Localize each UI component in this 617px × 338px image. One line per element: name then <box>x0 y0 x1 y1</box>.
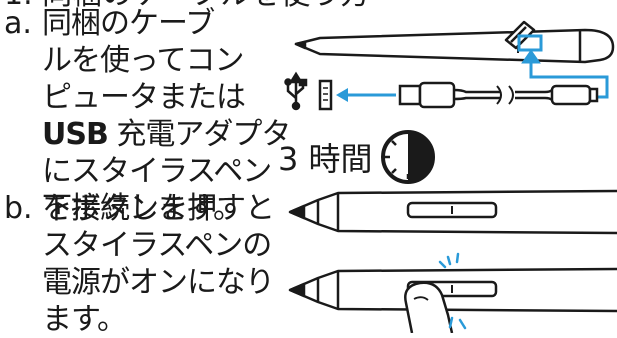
usb-cable <box>398 81 599 109</box>
pen-press-view <box>288 267 617 313</box>
step-a-line-1: 同梱のケーブ <box>42 6 215 41</box>
usb-port-icon <box>318 79 333 111</box>
arrow-left-icon <box>336 88 396 102</box>
usb-word: USB <box>42 117 109 152</box>
finger-press-icon <box>404 281 454 333</box>
step-a-line-2: ルを使ってコン <box>42 43 245 78</box>
step-b-line-1: 下ボタンを押すと <box>42 191 275 226</box>
step-a-text: 同梱のケーブ ルを使ってコン ピュータまたは USB 充電アダプタ にスタイラス… <box>42 5 291 227</box>
arrow-up-icon <box>521 49 609 99</box>
step-a-line-3: ピュータまたは <box>42 80 246 115</box>
step-a-line-6: を接続します。 <box>42 191 243 226</box>
cut-off-heading: 1. 同梱のケーブルを使う方 <box>4 0 370 13</box>
step-a-line-4: USB 充電アダプタ <box>42 116 291 153</box>
step-b-line-3: 電源がオンになり <box>42 265 275 300</box>
usb-symbol-icon <box>284 71 308 111</box>
charging-pen <box>294 20 615 64</box>
step-b-line-2: スタイラスペンの <box>42 228 272 263</box>
step-a-line-5: にスタイラスペン <box>42 154 272 189</box>
step-a-line-4-rest: 充電アダプタ <box>116 117 291 152</box>
charge-port-box <box>517 34 543 52</box>
timer-icon <box>381 130 435 184</box>
step-b-text: 下ボタンを押すと スタイラスペンの 電源がオンになり ます。 <box>42 190 275 338</box>
step-a-marker: a. <box>4 6 32 41</box>
press-indicator-icon <box>438 252 467 330</box>
step-b-line-4: ます。 <box>42 302 127 337</box>
step-b-marker: b. <box>4 191 33 226</box>
charge-time-label: 3 時間 <box>278 140 373 178</box>
pen-button-view <box>288 189 617 235</box>
